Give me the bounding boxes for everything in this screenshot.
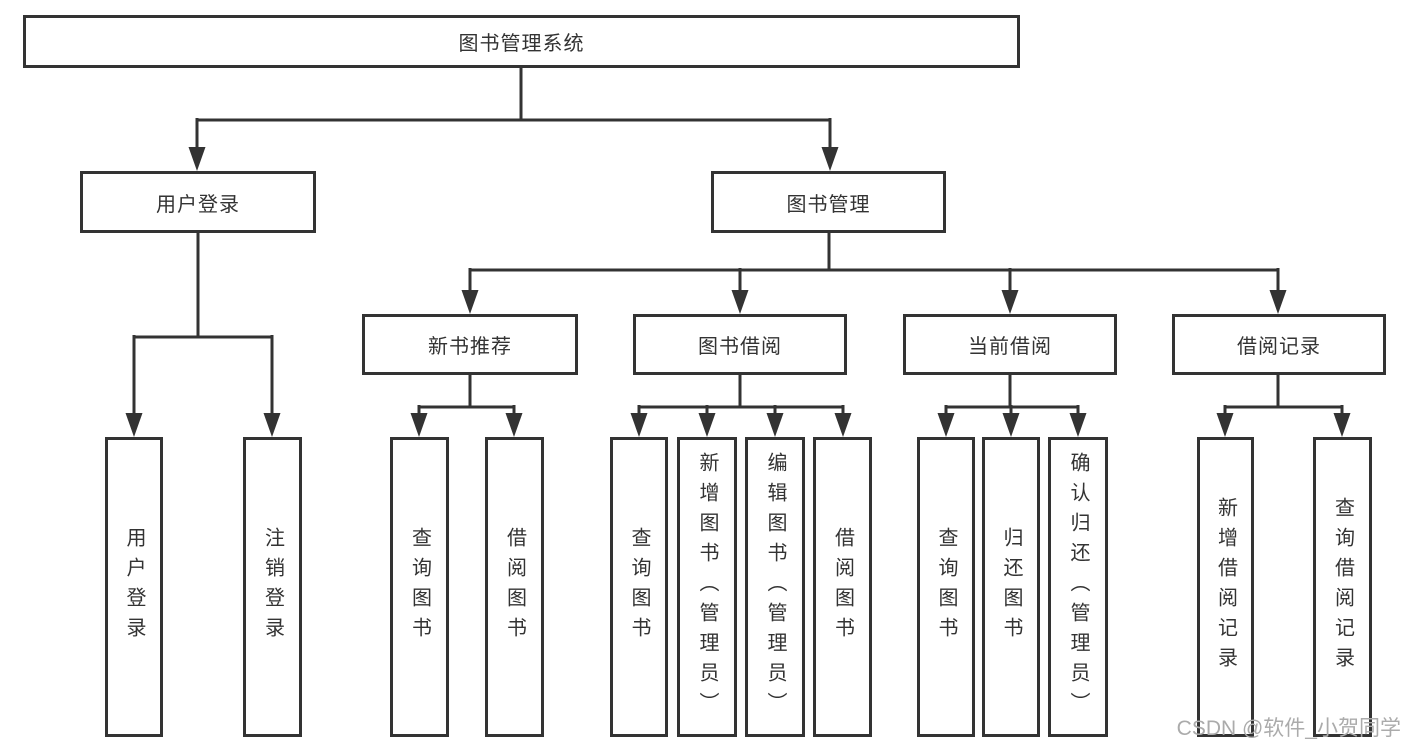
connector-root-to-level2 <box>195 68 832 166</box>
node-user-login: 用户登录 <box>80 171 316 233</box>
node-user-login-label: 用户登录 <box>156 193 240 216</box>
node-new-book-recommend: 新书推荐 <box>362 314 578 375</box>
leaf-search-books-current: 查询图书 <box>917 437 975 737</box>
leaf-borrow-books-recommend-label: 借阅图书 <box>503 527 526 647</box>
node-current-borrow-label: 当前借阅 <box>968 336 1052 358</box>
leaf-borrow-books-label: 借阅图书 <box>831 527 854 647</box>
leaf-return-books: 归还图书 <box>982 437 1040 737</box>
leaf-add-books-admin-label: 新增图书（管理员） <box>696 452 718 722</box>
leaf-user-login-label: 用户登录 <box>123 527 145 647</box>
node-borrow-records: 借阅记录 <box>1172 314 1386 375</box>
connector-borrow-records-to-leaves <box>1223 375 1344 432</box>
node-book-borrow-label: 图书借阅 <box>698 336 782 358</box>
node-borrow-records-label: 借阅记录 <box>1237 336 1321 358</box>
leaf-edit-books-admin: 编辑图书（管理员） <box>745 437 805 737</box>
leaf-logout-label: 注销登录 <box>261 527 284 647</box>
leaf-search-books-borrow-label: 查询图书 <box>628 527 650 647</box>
node-current-borrow: 当前借阅 <box>903 314 1117 375</box>
leaf-add-books-admin: 新增图书（管理员） <box>677 437 737 737</box>
leaf-logout: 注销登录 <box>243 437 302 737</box>
leaf-confirm-return-admin: 确认归还（管理员） <box>1048 437 1108 737</box>
leaf-user-login: 用户登录 <box>105 437 163 737</box>
leaf-borrow-books-recommend: 借阅图书 <box>485 437 544 737</box>
csdn-watermark: CSDN @软件_小贺同学 <box>1176 717 1401 740</box>
leaf-confirm-return-admin-label: 确认归还（管理员） <box>1067 452 1089 722</box>
leaf-search-borrow-record: 查询借阅记录 <box>1313 437 1372 737</box>
leaf-return-books-label: 归还图书 <box>1000 527 1022 647</box>
node-book-borrow: 图书借阅 <box>633 314 847 375</box>
connector-new-book-recommend-to-leaves <box>417 375 516 432</box>
leaf-search-books-recommend-label: 查询图书 <box>408 527 431 647</box>
node-root-label: 图书管理系统 <box>458 33 585 55</box>
leaf-search-books-borrow: 查询图书 <box>610 437 668 737</box>
connector-book-borrow-to-leaves <box>637 375 845 432</box>
leaf-add-borrow-record-label: 新增借阅记录 <box>1214 497 1237 677</box>
leaf-add-borrow-record: 新增借阅记录 <box>1197 437 1254 737</box>
node-book-management-label: 图书管理 <box>786 193 871 216</box>
connector-user-login-to-leaves <box>132 232 274 430</box>
leaf-edit-books-admin-label: 编辑图书（管理员） <box>764 452 786 722</box>
node-book-management: 图书管理 <box>711 171 946 233</box>
leaf-search-books-current-label: 查询图书 <box>935 527 957 647</box>
node-root: 图书管理系统 <box>23 15 1020 68</box>
leaf-search-borrow-record-label: 查询借阅记录 <box>1331 497 1354 677</box>
leaf-search-books-recommend: 查询图书 <box>390 437 449 737</box>
connector-book-mgmt-to-level3 <box>468 232 1280 310</box>
node-new-book-recommend-label: 新书推荐 <box>428 336 512 358</box>
leaf-borrow-books: 借阅图书 <box>813 437 872 737</box>
arrowhead-icons <box>125 147 1351 437</box>
